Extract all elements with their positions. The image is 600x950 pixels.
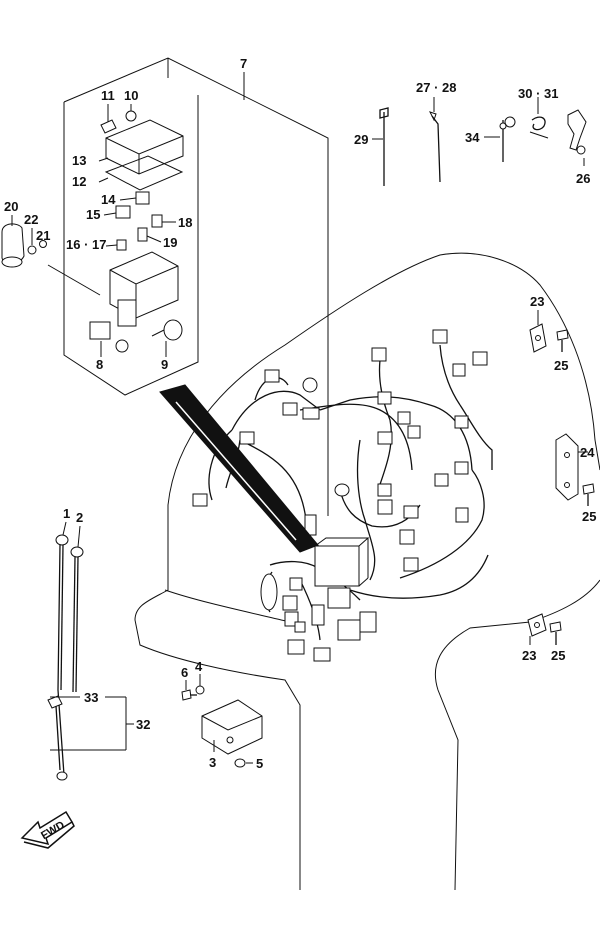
label-6: 6 xyxy=(181,665,188,680)
label-7: 7 xyxy=(240,56,247,71)
label-19: 19 xyxy=(163,235,177,250)
bolt-25-upper xyxy=(556,329,569,352)
grommet-5 xyxy=(234,758,246,768)
leader-2 xyxy=(77,525,81,548)
leader-21 xyxy=(47,264,101,296)
harness-bracket-3 xyxy=(201,699,263,755)
engine-cover xyxy=(134,252,600,891)
relay-14 xyxy=(135,191,150,205)
label-25-middle: 25 xyxy=(582,509,596,524)
label-5: 5 xyxy=(256,756,263,771)
fuse-box-gasket xyxy=(104,155,184,191)
fuse-18 xyxy=(151,214,163,228)
bolt-6 xyxy=(181,689,197,701)
relay-15 xyxy=(115,205,131,219)
clamp-34 xyxy=(499,116,516,162)
frame-leaders xyxy=(98,104,176,357)
label-22: 22 xyxy=(24,212,38,227)
label-25-upper: 25 xyxy=(554,358,568,373)
fuse-19 xyxy=(137,227,148,242)
bracket-23-lower xyxy=(527,613,547,637)
label-13: 13 xyxy=(72,153,86,168)
cable-assy-32 xyxy=(47,695,68,781)
pointer-arrow xyxy=(159,384,319,553)
label-15: 15 xyxy=(86,207,100,222)
fuse-box-cover xyxy=(105,119,184,175)
washer-22 xyxy=(27,245,37,255)
label-30-31: 30 · 31 xyxy=(518,86,558,101)
terminal-cap xyxy=(89,321,111,340)
bolt-25-middle xyxy=(582,483,595,506)
label-9: 9 xyxy=(161,357,168,372)
label-32: 32 xyxy=(136,717,150,732)
bracket-23-upper xyxy=(529,323,547,353)
terminal-cap-ring xyxy=(115,339,129,353)
label-33: 33 xyxy=(84,690,98,705)
cover-nut xyxy=(125,110,137,122)
terminal-boot-20 xyxy=(1,223,25,268)
forward-arrow-icon: FWD xyxy=(20,810,75,849)
cable-tie-29 xyxy=(379,107,389,186)
label-20: 20 xyxy=(4,199,18,214)
label-10: 10 xyxy=(124,88,138,103)
battery-cable-2 xyxy=(70,546,84,693)
fuse-16-17 xyxy=(116,239,127,251)
pointer-arrow-highlight xyxy=(175,401,297,541)
nut-21 xyxy=(39,240,47,248)
bracket-32-33 xyxy=(50,696,134,751)
bracket-24 xyxy=(555,433,579,501)
fwd-label: FWD xyxy=(39,819,67,842)
leader-1 xyxy=(62,521,67,536)
label-25-lower: 25 xyxy=(551,648,565,663)
label-11: 11 xyxy=(101,88,115,103)
label-2: 2 xyxy=(76,510,83,525)
clip-30-31 xyxy=(529,116,549,139)
label-29: 29 xyxy=(354,132,368,147)
label-4: 4 xyxy=(195,659,203,674)
label-14: 14 xyxy=(101,192,116,207)
bolt-25-lower xyxy=(549,621,562,645)
label-24: 24 xyxy=(580,445,595,460)
label-23-upper: 23 xyxy=(530,294,544,309)
washer-4 xyxy=(195,685,205,695)
label-27-28: 27 · 28 xyxy=(416,80,456,95)
bracket-26 xyxy=(567,109,587,155)
label-1: 1 xyxy=(63,506,70,521)
label-8: 8 xyxy=(96,357,103,372)
harness-connectors xyxy=(192,329,488,662)
label-26: 26 xyxy=(576,171,590,186)
label-16-17: 16 · 17 xyxy=(66,237,106,252)
label-34: 34 xyxy=(465,130,480,145)
part-labels: 7 11 10 13 12 14 15 18 16 · 17 19 8 9 20… xyxy=(4,56,596,771)
label-12: 12 xyxy=(72,174,86,189)
label-18: 18 xyxy=(178,215,192,230)
label-3: 3 xyxy=(209,755,216,770)
fuse-box-parts-frame xyxy=(63,57,329,516)
label-21: 21 xyxy=(36,228,50,243)
battery-cable-1 xyxy=(55,534,69,776)
grommet xyxy=(151,319,183,341)
cable-tie-27-28 xyxy=(429,111,441,183)
fuse-box-base xyxy=(109,251,179,327)
label-23-lower: 23 xyxy=(522,648,536,663)
